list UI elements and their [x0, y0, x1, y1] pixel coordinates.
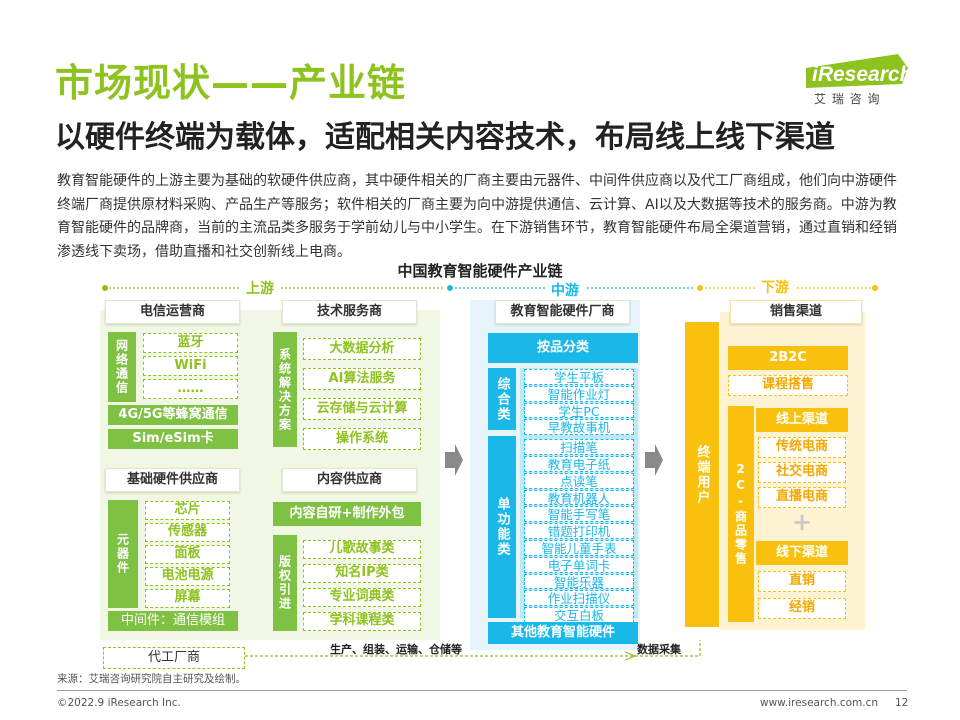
mid-other: 其他教育智能硬件	[488, 622, 638, 644]
intro-paragraph: 教育智能硬件的上游主要为基础的软硬件供应商，其中硬件相关的厂商主要由元器件、中间…	[57, 173, 897, 260]
sales-2b2c: 2B2C	[728, 346, 848, 370]
tech-side-label: 系统解决方案	[273, 332, 297, 447]
sales-online-header: 线上渠道	[756, 408, 848, 432]
mid-header: 教育智能硬件厂商	[495, 300, 630, 324]
sales-offline-item: 直销	[758, 571, 846, 592]
arrow-right-icon	[645, 444, 663, 476]
flow-text: 生产、组装、运输、仓储等	[330, 643, 462, 656]
sales-header: 销售渠道	[730, 300, 862, 324]
telecom-bar: 4G/5G等蜂窝通信	[108, 405, 238, 425]
mid-product-item: 交互白板	[524, 607, 634, 623]
tech-item: 大数据分析	[303, 338, 421, 360]
hardware-bar: 中间件：通信模组	[108, 611, 238, 631]
mid-product-item: 早教故事机	[524, 419, 634, 435]
telecom-item: ……	[143, 379, 238, 399]
tech-item: AI算法服务	[303, 368, 421, 390]
sales-offline-item: 经销	[758, 598, 846, 619]
sales-online-item: 传统电商	[758, 437, 846, 458]
iresearch-logo: iResearch 艾 瑞 咨 询	[792, 52, 912, 110]
stage-downstream: 下游	[755, 277, 795, 297]
arrow-right-icon	[445, 444, 463, 476]
plus-icon: +	[791, 508, 813, 536]
logo-cn: 艾 瑞 咨 询	[814, 92, 881, 106]
mid-product-item: 学生平板	[524, 369, 634, 385]
mid-product-item: 作业扫描仪	[524, 590, 634, 606]
stage-midstream: 中游	[545, 280, 585, 300]
tech-header: 技术服务商	[282, 300, 417, 324]
data-collect-text: 数据采集	[637, 643, 681, 656]
tech-item: 操作系统	[303, 428, 421, 450]
content-item: 儿歌故事类	[303, 540, 421, 559]
content-header: 内容供应商	[282, 468, 417, 492]
telecom-side-label: 网络通信	[108, 332, 136, 402]
sales-online-item: 直播电商	[758, 487, 846, 508]
content-item: 专业词典类	[303, 588, 421, 607]
end-user: 终端用户	[685, 322, 719, 627]
hardware-item: 屏幕	[145, 589, 230, 608]
telecom-bar: Sim/eSim卡	[108, 429, 238, 449]
hardware-item: 传感器	[145, 523, 230, 542]
mid-category: 按品分类	[488, 333, 638, 363]
mid-product-item: 教育机器人	[524, 489, 634, 505]
mid-product-item: 智能手写笔	[524, 506, 634, 522]
hardware-header: 基础硬件供应商	[105, 468, 240, 492]
content-side-label: 版权引进	[273, 535, 297, 631]
diagram-title: 中国教育智能硬件产业链	[397, 262, 563, 280]
mid-product-item: 智能乐器	[524, 573, 634, 589]
sales-2c-label: 2C-商品零售	[728, 406, 754, 622]
mid-product-item: 电子单词卡	[524, 556, 634, 573]
hardware-item: 电池电源	[145, 567, 230, 586]
mid-product-item: 智能儿童手表	[524, 539, 634, 556]
sales-2b2c-item: 课程搭售	[728, 375, 848, 396]
mid-product-item: 扫描笔	[524, 439, 634, 455]
telecom-item: WiFi	[143, 356, 238, 376]
content-top-bar: 内容自研+制作外包	[273, 502, 421, 526]
mid-product-item: 错题打印机	[524, 523, 634, 539]
hardware-item: 芯片	[145, 501, 230, 520]
flow-arrow-icon	[245, 640, 701, 661]
tech-item: 云存储与云计算	[303, 398, 421, 420]
mid-product-item: 学生PC	[524, 402, 634, 418]
sales-offline-header: 线下渠道	[756, 541, 848, 565]
hardware-item: 面板	[145, 545, 230, 564]
sales-online-item: 社交电商	[758, 462, 846, 483]
mid-product-item: 教育电子纸	[524, 455, 634, 472]
page-number: 12	[895, 697, 909, 709]
hardware-side-label: 元器件	[108, 500, 138, 608]
oem-box: 代工厂商	[103, 647, 245, 669]
page-title: 市场现状——产业链	[55, 61, 407, 105]
mid-product-item: 点读笔	[524, 472, 634, 489]
footer-divider	[57, 690, 907, 691]
mid-product-item: 智能作业灯	[524, 385, 634, 402]
footer-url[interactable]: www.iresearch.com.cn	[760, 697, 879, 709]
telecom-header: 电信运营商	[105, 300, 240, 324]
content-item: 学科课程类	[303, 612, 421, 631]
mid-group2-label: 单功能类	[488, 436, 516, 618]
content-item: 知名IP类	[303, 564, 421, 583]
telecom-item: 蓝牙	[143, 333, 238, 353]
page-subtitle: 以硬件终端为载体，适配相关内容技术，布局线上线下渠道	[55, 120, 835, 155]
mid-group1-label: 综合类	[488, 368, 516, 430]
svg-text:iResearch: iResearch	[812, 63, 912, 86]
source-note: 来源：艾瑞咨询研究院自主研究及绘制。	[57, 673, 246, 685]
copyright: ©2022.9 iResearch Inc.	[57, 697, 181, 709]
stage-upstream: 上游	[240, 278, 280, 298]
